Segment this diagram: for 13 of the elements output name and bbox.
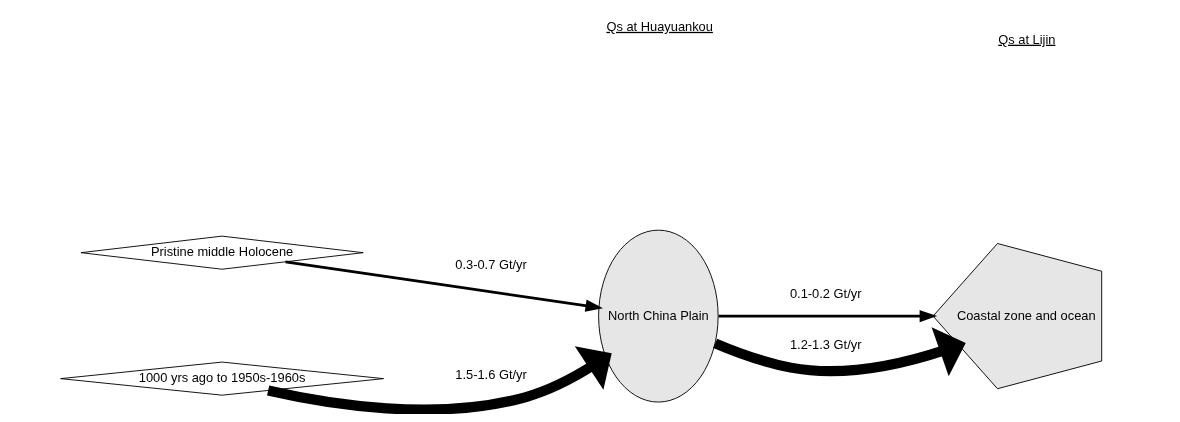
arrow — [718, 310, 938, 323]
edge-label: 1.5-1.6 Gt/yr — [455, 366, 527, 382]
edge-label: 0.1-0.2 Gt/yr — [789, 285, 862, 301]
arrow — [267, 346, 612, 414]
label: Qs at Lijin — [998, 31, 1056, 47]
arrow — [713, 327, 966, 377]
edge-label: 0.3-0.7 Gt/yr — [455, 257, 527, 273]
arrow — [285, 260, 603, 312]
node-ellipse: North China Plain — [598, 229, 719, 403]
label: Qs at Huayuankou — [606, 18, 713, 34]
node-diamond: Pristine middle Holocene — [80, 235, 364, 270]
edge-label: 1.2-1.3 Gt/yr — [789, 337, 862, 353]
node-diamond: 1000 yrs ago to 1950s-1960s — [60, 361, 384, 396]
